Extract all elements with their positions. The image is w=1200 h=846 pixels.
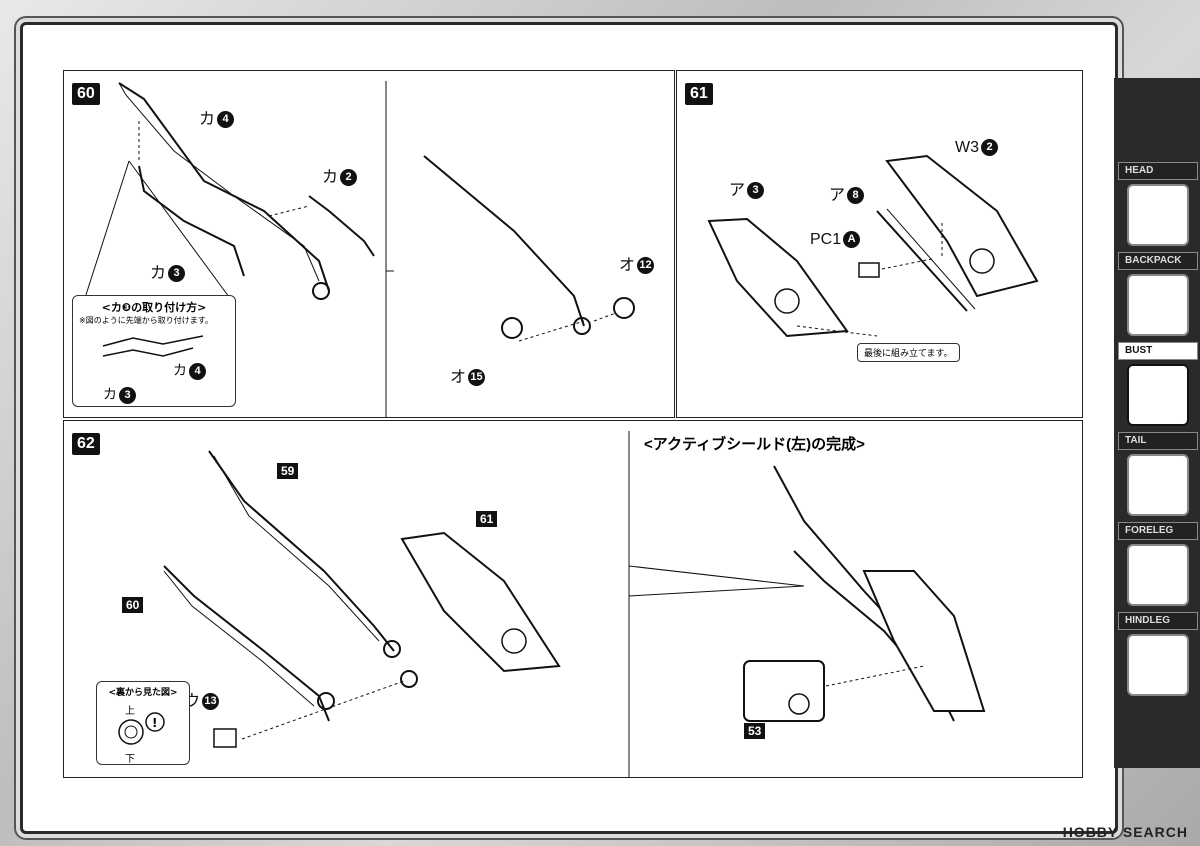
sidebar-item-label: TAIL xyxy=(1118,432,1198,450)
note-illustration xyxy=(102,335,204,357)
step-number: 61 xyxy=(685,83,713,105)
up-label: 上 xyxy=(125,706,135,717)
tail-icon xyxy=(1127,454,1189,516)
sidebar-item-head[interactable]: HEAD xyxy=(1118,162,1198,248)
step-number: 60 xyxy=(72,83,100,105)
section-sidebar: HEAD BACKPACK BUST TAIL FORELEG HINDLEG xyxy=(1114,78,1200,768)
sidebar-item-bust[interactable]: BUST xyxy=(1118,342,1198,428)
sidebar-item-tail[interactable]: TAIL xyxy=(1118,432,1198,518)
watermark: HOBBY SEARCH xyxy=(1062,824,1188,840)
assembly-callout: 最後に組み立てます。 xyxy=(857,343,960,362)
hindleg-icon xyxy=(1127,634,1189,696)
sidebar-item-hindleg[interactable]: HINDLEG xyxy=(1118,612,1198,698)
sidebar-item-label: BACKPACK xyxy=(1118,252,1198,270)
step-61-illustration xyxy=(707,154,1039,338)
sidebar-item-label: HINDLEG xyxy=(1118,612,1198,630)
back-view-note-box: <裏から見た図> 上 ! 下 xyxy=(96,681,190,765)
sidebar-item-foreleg[interactable]: FORELEG xyxy=(1118,522,1198,608)
note-title: <カ❸の取り付け方> xyxy=(101,301,207,314)
bust-icon xyxy=(1127,364,1189,426)
foreleg-icon xyxy=(1127,544,1189,606)
head-icon xyxy=(1127,184,1189,246)
sidebar-item-backpack[interactable]: BACKPACK xyxy=(1118,252,1198,338)
part-tag: 60 xyxy=(122,597,144,613)
sidebar-item-label: BUST xyxy=(1118,342,1198,360)
note-title: <裏から見た図> xyxy=(108,688,178,698)
completion-title: <アクティブシールド(左)の完成> xyxy=(644,436,865,453)
back-view-illustration: ! xyxy=(118,712,165,745)
part-tag: 59 xyxy=(277,463,299,479)
part-tag: 61 xyxy=(476,511,498,527)
sidebar-item-label: HEAD xyxy=(1118,162,1198,180)
sidebar-item-label: FORELEG xyxy=(1118,522,1198,540)
backpack-icon xyxy=(1127,274,1189,336)
step-62-illustration xyxy=(163,431,986,777)
svg-text:!: ! xyxy=(152,716,157,730)
step-number: 62 xyxy=(72,433,100,455)
note-text: ※図のように先端から取り付けます。 xyxy=(79,316,213,325)
step-60-illustration xyxy=(83,81,635,417)
down-label: 下 xyxy=(125,754,135,765)
part-tag: 53 xyxy=(744,723,766,739)
